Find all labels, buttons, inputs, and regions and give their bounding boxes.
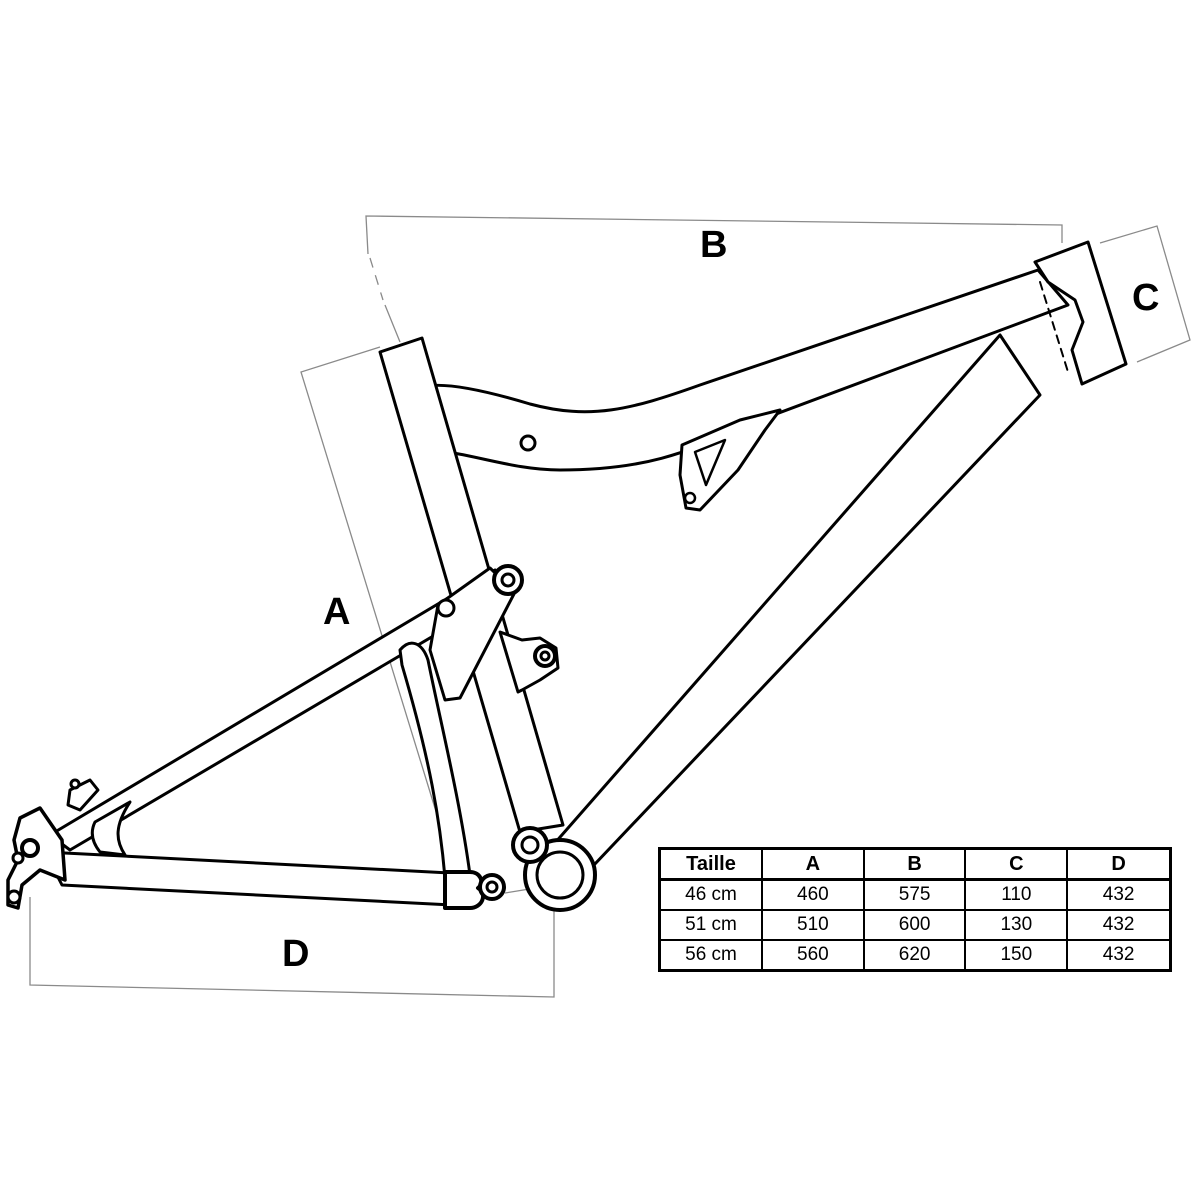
dimension-label-b: B (700, 224, 727, 266)
head-tube (1033, 240, 1128, 386)
header-c: C (964, 847, 1069, 881)
dimension-line-a (300, 346, 439, 819)
size-table: Taille A B C D 46 cm 460 575 110 432 51 … (658, 847, 1172, 972)
header-d: D (1066, 847, 1172, 881)
top-tube-hole (519, 434, 537, 452)
dimension-label-c: C (1132, 277, 1159, 319)
cell-a: 560 (761, 939, 865, 972)
frame (6, 240, 1128, 912)
cell-d: 432 (1066, 909, 1172, 941)
header-taille: Taille (658, 847, 763, 881)
size-table-header-row: Taille A B C D (658, 847, 1172, 881)
stay-brace (90, 800, 132, 857)
dimension-line-b-left (384, 304, 401, 343)
cell-b: 600 (862, 909, 967, 941)
table-row: 56 cm 560 620 150 432 (658, 939, 1172, 972)
dimension-line-d (29, 885, 555, 998)
cell-b: 620 (862, 939, 967, 972)
dimension-line-c (1099, 225, 1191, 363)
dimension-lines (29, 215, 1191, 998)
dimension-label-d: D (282, 933, 309, 975)
cell-c: 110 (964, 878, 1069, 911)
dimension-line-b-dashed (369, 257, 384, 301)
cell-d: 432 (1066, 878, 1172, 911)
header-b: B (862, 847, 967, 881)
cell-size: 56 cm (658, 939, 763, 972)
table-row: 46 cm 460 575 110 432 (658, 878, 1172, 911)
chain-stay (43, 850, 454, 907)
cell-a: 510 (761, 909, 865, 941)
rear-strut (398, 641, 472, 880)
header-a: A (761, 847, 865, 881)
cell-b: 575 (862, 878, 967, 911)
dimension-line-b (365, 215, 1063, 255)
cell-a: 460 (761, 878, 865, 911)
cell-d: 432 (1066, 939, 1172, 972)
cell-size: 51 cm (658, 909, 763, 941)
table-row: 51 cm 510 600 130 432 (658, 909, 1172, 941)
dimension-label-a: A (323, 591, 350, 633)
cell-c: 130 (964, 909, 1069, 941)
cell-c: 150 (964, 939, 1069, 972)
cell-size: 46 cm (658, 878, 763, 911)
